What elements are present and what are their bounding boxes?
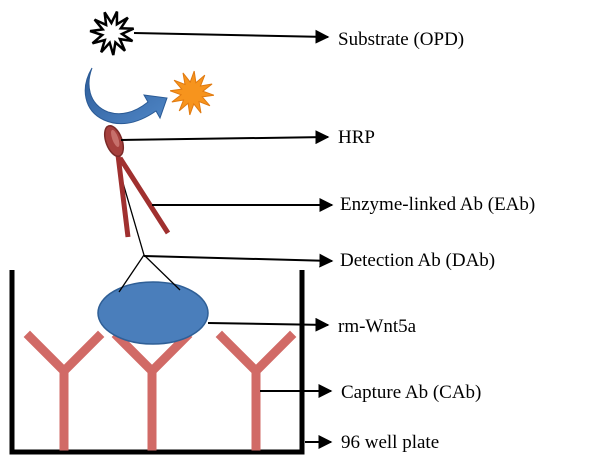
orange-starburst-icon xyxy=(169,70,215,116)
hrp-arrow xyxy=(120,130,330,145)
hrp-droplet xyxy=(103,124,125,158)
detection-ab-label: Detection Ab (DAb) xyxy=(340,250,495,271)
substrate-arrow xyxy=(133,29,330,44)
curved-arrow-icon xyxy=(84,67,168,125)
capture-antibody-2 xyxy=(111,330,193,451)
enzyme-ab-label: Enzyme-linked Ab (EAb) xyxy=(340,194,535,215)
capture-antibody-3 xyxy=(215,330,297,451)
detection-antibody-lines xyxy=(118,175,181,293)
antigen-label: rm-Wnt5a xyxy=(338,316,417,337)
well-plate-outline xyxy=(9,270,305,455)
enzyme-linked-antibody xyxy=(115,154,171,238)
substrate-label: Substrate (OPD) xyxy=(338,29,464,50)
capture-antibody-1 xyxy=(23,330,105,451)
plate-label: 96 well plate xyxy=(341,432,439,453)
detection-ab-arrow xyxy=(143,253,334,268)
antigen-arrow xyxy=(207,317,330,332)
capture-ab-label: Capture Ab (CAb) xyxy=(341,382,481,403)
antigen-ellipse xyxy=(97,281,209,345)
hrp-label: HRP xyxy=(338,127,375,148)
white-starburst-icon xyxy=(89,11,135,56)
